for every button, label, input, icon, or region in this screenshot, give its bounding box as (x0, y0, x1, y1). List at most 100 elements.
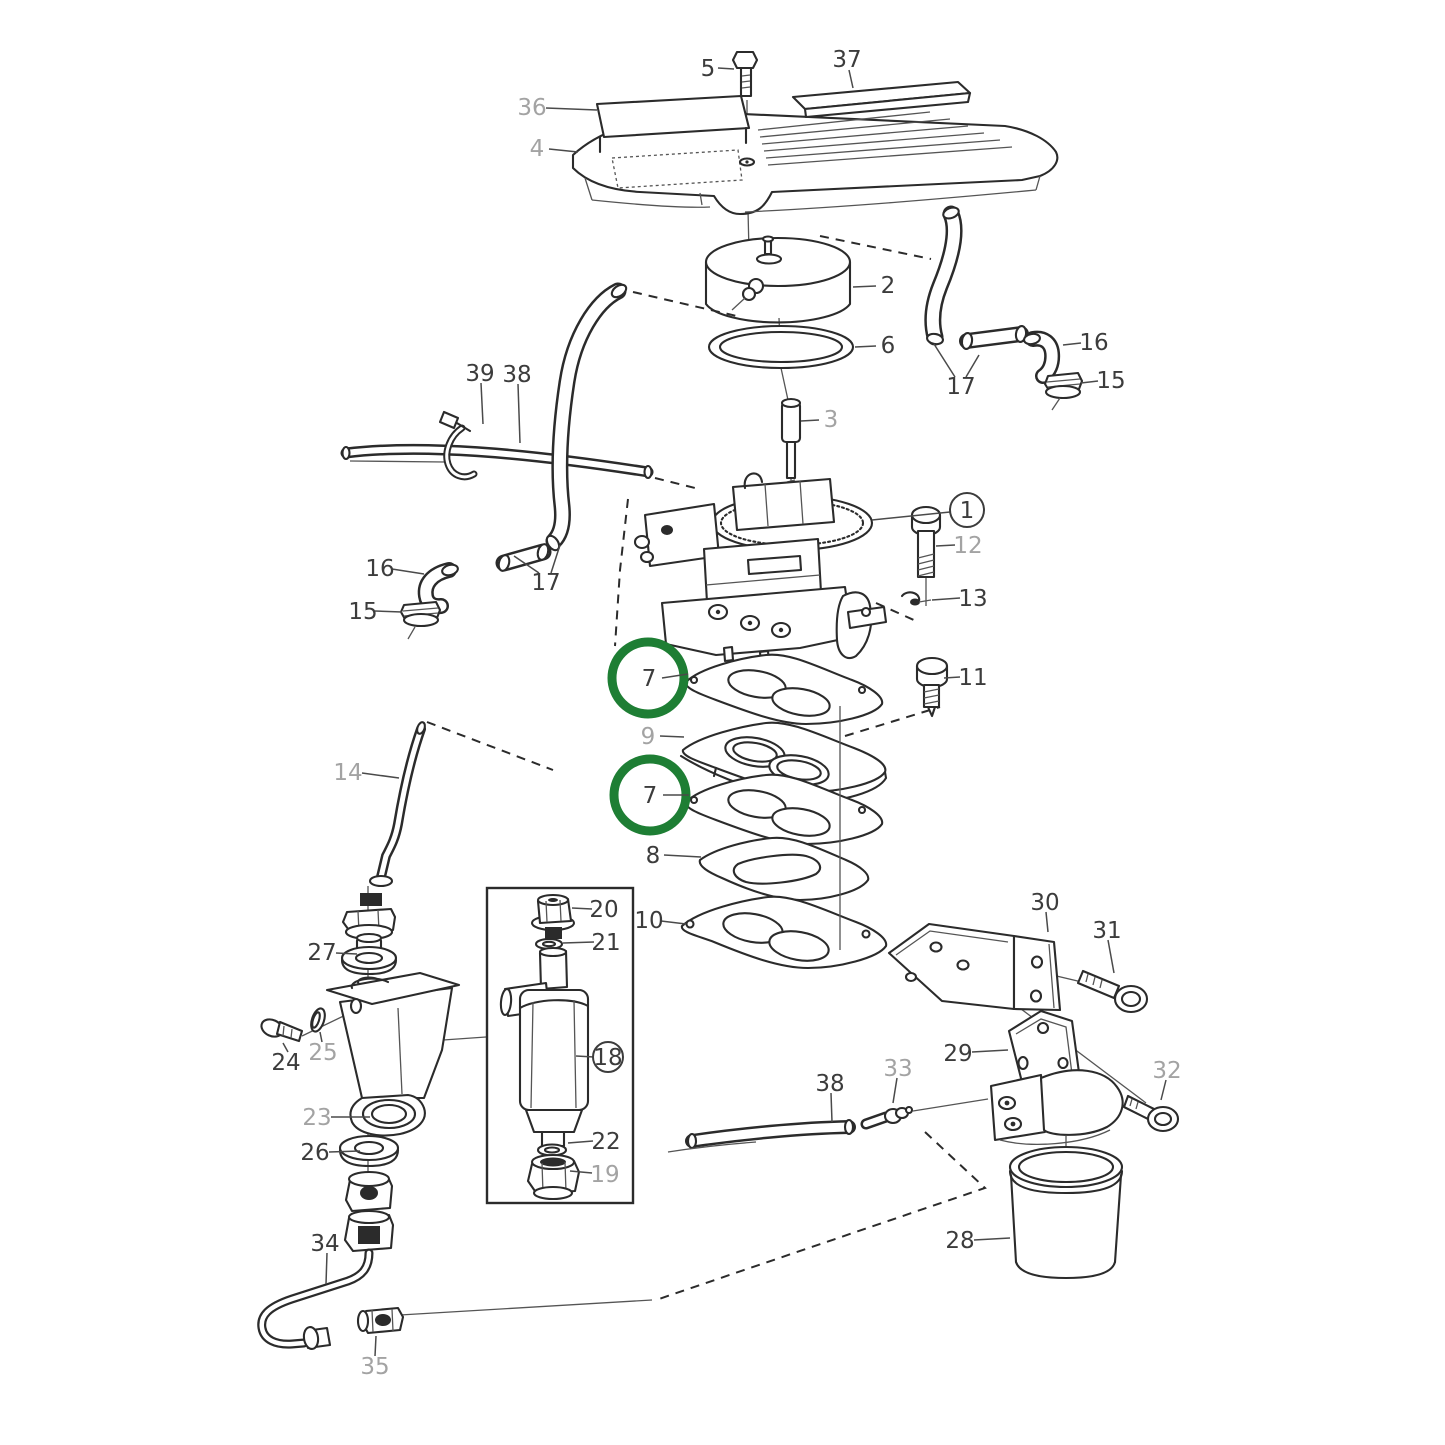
leader-line-15 (374, 610, 403, 613)
leader-line-20 (571, 907, 593, 910)
leader-line-17 (965, 354, 980, 378)
part-24-bolt (260, 1018, 304, 1043)
leader-line-6 (854, 345, 877, 348)
callout-label-15: 15 (1096, 368, 1125, 394)
leader-line-14 (361, 772, 400, 779)
part-16-elbow-right (1023, 330, 1061, 384)
callout-label-7: 7 (642, 666, 657, 692)
leader-line-30 (1045, 911, 1049, 933)
callout-label-19: 19 (590, 1162, 619, 1188)
leader-line-7 (661, 673, 689, 679)
leader-line-15 (1080, 380, 1099, 384)
part-39-clamp (438, 410, 478, 481)
part-8-gasket (698, 836, 870, 902)
callout-label-1: 1 (960, 498, 975, 524)
dashed-guides (426, 235, 987, 1301)
part-26-washer (338, 1134, 400, 1168)
leader-line-2 (852, 285, 877, 288)
part-31-bolt (1076, 969, 1149, 1014)
callout-label-26: 26 (300, 1140, 329, 1166)
part-36-cover-block (595, 94, 751, 154)
leader-line-38 (830, 1092, 833, 1123)
part-38-hose-top (340, 443, 654, 480)
part-10-gasket (680, 895, 888, 970)
part-33-fitting (860, 1105, 914, 1130)
leader-line-4 (548, 148, 579, 153)
callout-label-18: 18 (593, 1045, 622, 1071)
leader-line-33 (892, 1077, 898, 1104)
callout-label-29: 29 (943, 1041, 972, 1067)
part-38-hose-bottom (667, 1118, 856, 1153)
leader-line-21 (562, 941, 595, 944)
part-16-elbow-left (417, 562, 459, 615)
part-28-fuel-filter (1008, 1145, 1124, 1280)
callout-label-39: 39 (465, 361, 494, 387)
callout-label-2: 2 (881, 273, 896, 299)
part-5-bolt (731, 50, 759, 98)
leader-line-13 (931, 597, 961, 601)
leader-line-16 (1062, 342, 1082, 346)
callout-label-7: 7 (643, 783, 658, 809)
callout-label-38: 38 (502, 362, 531, 388)
callout-label-36: 36 (517, 95, 546, 121)
leader-line-11 (943, 676, 961, 679)
leader-line-39 (480, 382, 484, 425)
callout-label-23: 23 (302, 1105, 331, 1131)
callout-label-13: 13 (958, 586, 987, 612)
callout-label-21: 21 (591, 930, 620, 956)
leader-line-17 (550, 544, 561, 574)
leader-line-29 (971, 1049, 1009, 1053)
part-23-bracket (325, 971, 461, 1137)
callout-label-16: 16 (1079, 330, 1108, 356)
highlight-circle-part-7 (607, 637, 689, 719)
leader-line-19 (569, 1170, 593, 1174)
leader-line-17 (513, 555, 540, 574)
leader-line-26 (328, 1150, 361, 1153)
part-25-washer (310, 1007, 326, 1033)
leader-line-16 (391, 568, 425, 575)
callout-ring-1 (949, 492, 985, 528)
leader-line-8 (663, 854, 702, 858)
part-15-nut-right (1043, 371, 1084, 411)
fuel-pump-inset-box (485, 886, 635, 1205)
callout-label-20: 20 (589, 897, 618, 923)
part-14-fuel-pipe (368, 721, 426, 888)
leader-line-36 (545, 107, 598, 111)
callout-label-3: 3 (824, 407, 839, 433)
callout-label-11: 11 (958, 665, 987, 691)
callout-label-32: 32 (1152, 1058, 1181, 1084)
part-32-bolt (1122, 1094, 1180, 1133)
leader-line-3 (800, 419, 820, 422)
part-18-fuel-pump (499, 946, 590, 1148)
part-22-washer (536, 1143, 568, 1157)
part-2-air-filter-element (704, 235, 852, 324)
callout-label-15: 15 (348, 599, 377, 625)
leader-line-32 (1160, 1079, 1167, 1101)
leader-line-22 (567, 1140, 594, 1144)
callout-label-17: 17 (531, 570, 560, 596)
leader-line-34 (325, 1252, 328, 1285)
leader-line-5 (717, 67, 735, 70)
part-3-stud (780, 397, 802, 501)
callout-label-12: 12 (953, 533, 982, 559)
part-27-fitting-stack (340, 893, 398, 988)
callout-label-4: 4 (530, 136, 545, 162)
part-34-fuel-pipe (257, 1248, 374, 1350)
callout-label-10: 10 (634, 908, 663, 934)
callout-label-17: 17 (946, 374, 975, 400)
callout-label-24: 24 (271, 1050, 300, 1076)
callout-label-37: 37 (832, 47, 861, 73)
leader-line-28 (973, 1237, 1011, 1241)
leader-line-27 (335, 952, 358, 955)
part-17-hose-left (495, 282, 628, 572)
callout-label-6: 6 (881, 333, 896, 359)
leader-line-17 (933, 343, 956, 378)
callout-label-25: 25 (308, 1040, 337, 1066)
leader-line-37 (848, 69, 854, 89)
callout-label-16: 16 (365, 556, 394, 582)
leader-line-25 (319, 1031, 323, 1043)
leader-line-12 (935, 544, 956, 547)
